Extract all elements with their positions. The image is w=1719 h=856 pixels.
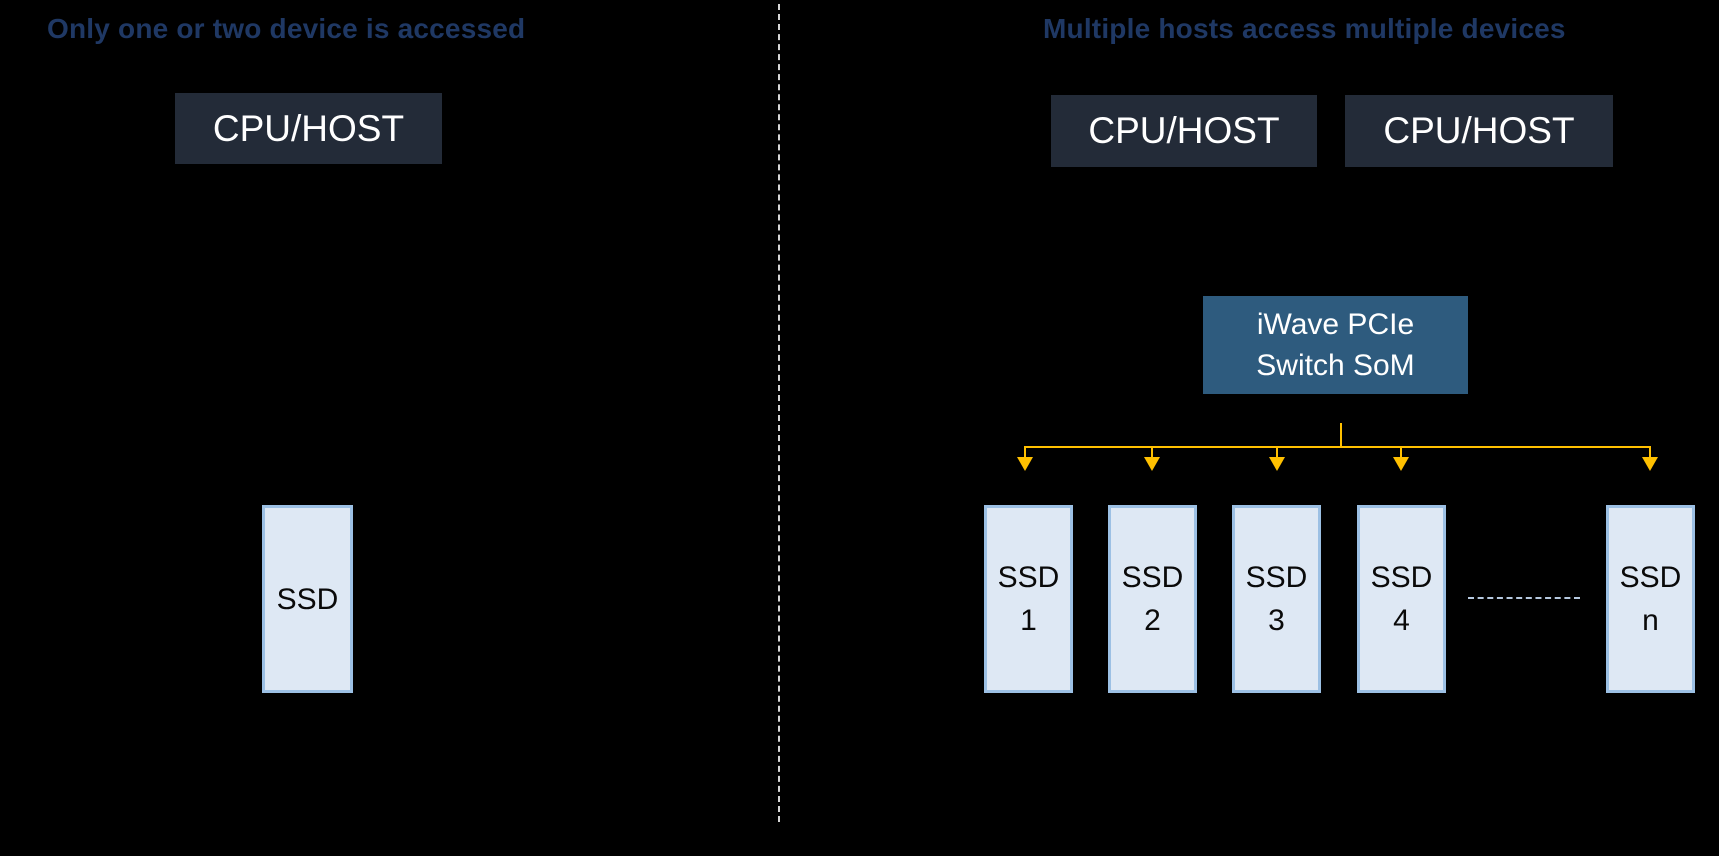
ssd-3-sub: 3 [1268, 604, 1285, 637]
arrow-down-icon [1642, 457, 1658, 471]
ssd-2-sub: 2 [1144, 604, 1161, 637]
ssd-4-name: SSD [1370, 561, 1433, 594]
pcie-switch-label-line2: Switch SoM [1256, 349, 1415, 382]
ssd-3-name: SSD [1245, 561, 1308, 594]
ssd-1-sub: 1 [1020, 604, 1037, 637]
ssd-ellipsis-dashed-line [1468, 597, 1580, 599]
connector-rail-line [1025, 446, 1651, 448]
right-cpu-host-box-2: CPU/HOST [1345, 95, 1613, 167]
right-cpu-host-box-1: CPU/HOST [1051, 95, 1317, 167]
ssd-box-4: SSD 4 [1357, 505, 1446, 693]
connector-drop-line [1400, 446, 1402, 459]
panel-divider-dashed-line [778, 4, 780, 822]
arrow-down-icon [1393, 457, 1409, 471]
right-cpu-host-1-label: CPU/HOST [1088, 110, 1280, 151]
ssd-box-n: SSD n [1606, 505, 1695, 693]
arrow-down-icon [1017, 457, 1033, 471]
connector-drop-line [1024, 446, 1026, 459]
left-panel-title: Only one or two device is accessed [47, 13, 526, 44]
ssd-box-2: SSD 2 [1108, 505, 1197, 693]
ssd-2-name: SSD [1121, 561, 1184, 594]
ssd-n-name: SSD [1619, 561, 1682, 594]
connector-drop-line [1276, 446, 1278, 459]
switch-output-stub-line [1340, 423, 1342, 448]
ssd-box-1: SSD 1 [984, 505, 1073, 693]
ssd-1-name: SSD [997, 561, 1060, 594]
ssd-n-sub: n [1642, 604, 1659, 637]
ssd-4-sub: 4 [1393, 604, 1410, 637]
left-ssd-box: SSD [262, 505, 353, 693]
left-cpu-host-label: CPU/HOST [212, 107, 405, 149]
ssd-box-3: SSD 3 [1232, 505, 1321, 693]
connector-drop-line [1151, 446, 1153, 459]
arrow-down-icon [1144, 457, 1160, 471]
left-ssd-label: SSD [276, 582, 339, 616]
arrow-down-icon [1269, 457, 1285, 471]
right-cpu-host-2-label: CPU/HOST [1383, 110, 1575, 151]
pcie-switch-som-box: iWave PCIe Switch SoM [1203, 296, 1468, 394]
pcie-switch-label-line1: iWave PCIe [1256, 308, 1415, 341]
connector-drop-line [1649, 446, 1651, 459]
left-cpu-host-box: CPU/HOST [175, 93, 442, 164]
right-panel-title: Multiple hosts access multiple devices [1043, 13, 1566, 44]
